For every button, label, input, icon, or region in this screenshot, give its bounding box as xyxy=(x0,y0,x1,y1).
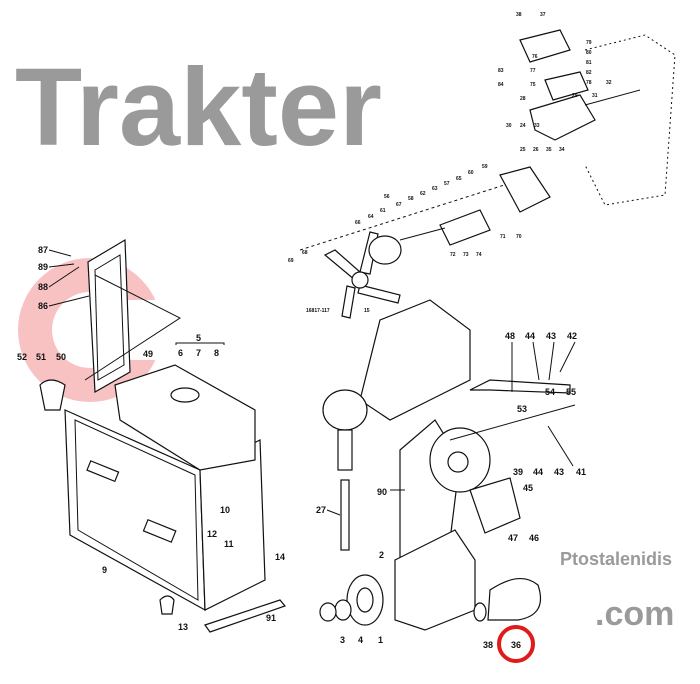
highlight-circle xyxy=(497,625,535,663)
callout: 12 xyxy=(207,529,217,539)
callout: 16817-117 xyxy=(306,308,330,314)
callout: 5 xyxy=(196,333,201,343)
callout: 82 xyxy=(586,70,592,76)
callout: 30 xyxy=(506,123,512,129)
radiator xyxy=(39,364,287,633)
callout: 39 xyxy=(513,467,523,477)
callout: 49 xyxy=(143,349,153,359)
fan-shroud xyxy=(84,238,181,394)
callout: 44 xyxy=(533,467,543,477)
callout: 66 xyxy=(355,220,361,226)
callout: 53 xyxy=(517,404,527,414)
callout: 27 xyxy=(316,505,326,515)
callout: 38 xyxy=(483,640,493,650)
callout: 80 xyxy=(586,50,592,56)
callout: 24 xyxy=(520,123,526,129)
watermark-suffix: .com xyxy=(595,595,674,633)
callout: 11 xyxy=(224,539,234,549)
callout: 74 xyxy=(476,252,482,258)
callouts-fan: 69 68 16817-117 15 66 64 61 56 67 58 62 … xyxy=(288,164,522,314)
callout: 63 xyxy=(432,186,438,192)
callout: 86 xyxy=(38,301,48,311)
callout: 43 xyxy=(546,331,556,341)
callout: 45 xyxy=(523,483,533,493)
watermark-sub: Ptostalenidis xyxy=(560,549,672,569)
callout: 55 xyxy=(566,387,576,397)
callout: 42 xyxy=(567,331,577,341)
callout: 58 xyxy=(408,196,414,202)
callout: 51 xyxy=(36,352,46,362)
callout: 54 xyxy=(545,387,555,397)
callout: 34 xyxy=(559,147,565,153)
callout: 44 xyxy=(525,331,535,341)
callout: 1 xyxy=(378,635,383,645)
callout: 90 xyxy=(377,487,387,497)
callout: 59 xyxy=(482,164,488,170)
callout: 68 xyxy=(302,250,308,256)
callout: 8 xyxy=(214,348,219,358)
fan-assembly xyxy=(299,166,551,319)
callout: 48 xyxy=(505,331,515,341)
callout: 43 xyxy=(554,467,564,477)
callout: 26 xyxy=(533,147,539,153)
callout: 69 xyxy=(288,258,294,264)
engine-block xyxy=(319,299,576,631)
callout: 25 xyxy=(520,147,526,153)
callout: 9 xyxy=(102,565,107,575)
callout: 57 xyxy=(444,181,450,187)
callout-highlighted[interactable]: 36 xyxy=(511,640,521,650)
callout: 79 xyxy=(586,40,592,46)
callout: 91 xyxy=(266,613,276,623)
callout: 13 xyxy=(178,622,188,632)
callout: 61 xyxy=(380,208,386,214)
callout: 89 xyxy=(38,262,48,272)
callout: 62 xyxy=(420,191,426,197)
callout: 65 xyxy=(456,176,462,182)
callout: 31 xyxy=(592,93,598,99)
callout: 28 xyxy=(520,96,526,102)
callout: 76 xyxy=(532,54,538,60)
callout: 73 xyxy=(463,252,469,258)
callout: 33 xyxy=(534,123,540,129)
callout: 4 xyxy=(358,635,363,645)
callout: 56 xyxy=(384,194,390,200)
callout: 47 xyxy=(508,533,518,543)
callout: 75 xyxy=(530,82,536,88)
callout: 29 xyxy=(572,93,578,99)
callouts-radiator: 87 89 88 86 52 51 50 49 6 5 7 8 10 12 11… xyxy=(17,245,285,632)
callout: 78 xyxy=(586,80,592,86)
callout: 6 xyxy=(178,348,183,358)
callouts-engine: 48 44 43 42 54 55 53 39 44 43 41 90 45 4… xyxy=(316,331,586,663)
callout: 3 xyxy=(340,635,345,645)
callout: 35 xyxy=(546,147,552,153)
callout: 83 xyxy=(498,68,504,74)
callout: 37 xyxy=(540,12,546,18)
callout: 46 xyxy=(529,533,539,543)
callout: 77 xyxy=(530,68,536,74)
callout: 81 xyxy=(586,60,592,66)
callout: 14 xyxy=(275,552,285,562)
callout: 87 xyxy=(38,245,48,255)
callout: 32 xyxy=(606,80,612,86)
callouts-thermostat: 38 37 79 76 80 81 77 82 78 83 84 75 28 2… xyxy=(498,12,612,153)
callout: 72 xyxy=(450,252,456,258)
callout: 15 xyxy=(364,308,370,314)
callout: 67 xyxy=(396,202,402,208)
watermark-brand: Trakter xyxy=(15,46,382,169)
callout: 64 xyxy=(368,214,374,220)
callout: 38 xyxy=(516,12,522,18)
callout: 52 xyxy=(17,352,27,362)
callout: 70 xyxy=(516,234,522,240)
callout: 60 xyxy=(468,170,474,176)
callout: 50 xyxy=(56,352,66,362)
callout: 41 xyxy=(576,467,586,477)
callout: 84 xyxy=(498,82,504,88)
callout: 2 xyxy=(379,550,384,560)
callout: 7 xyxy=(196,348,201,358)
thermostat-housing xyxy=(519,29,676,206)
callout: 88 xyxy=(38,282,48,292)
callout: 71 xyxy=(500,234,506,240)
callout: 10 xyxy=(220,505,230,515)
